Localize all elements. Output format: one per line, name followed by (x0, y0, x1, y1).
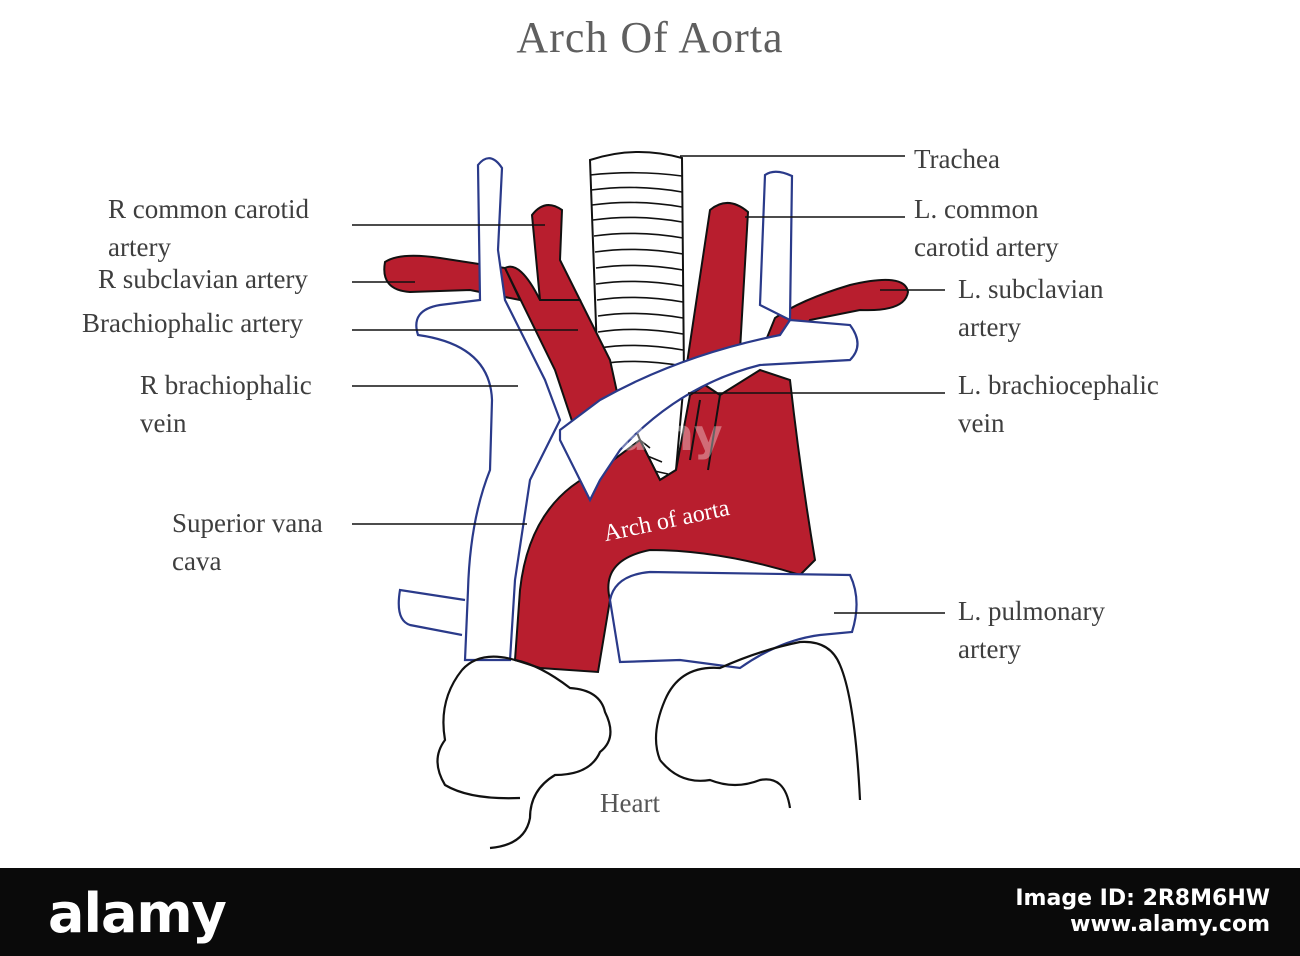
label-l-brachio-vein-line1: L. brachiocephalic (958, 370, 1159, 400)
label-superior-vena-cava: Superior vana cava (172, 504, 323, 580)
label-l-subclavian-line2: artery (958, 312, 1021, 342)
superior-vena-cava (415, 157, 562, 662)
r-common-carotid-artery (530, 204, 582, 301)
label-l-subclavian: L. subclavian artery (958, 270, 1103, 346)
label-l-brachio-vein-line2: vein (958, 408, 1005, 438)
diagram-canvas: Arch of aorta alamy Arch Of Aorta Trache… (82, 13, 1159, 850)
label-r-brachio-vein-line1: R brachiophalic (140, 370, 312, 400)
label-l-common-carotid-line1: L. common (914, 194, 1039, 224)
heart-right-outline (654, 640, 862, 809)
label-l-subclavian-line1: L. subclavian (958, 274, 1104, 304)
label-heart: Heart (600, 788, 660, 818)
label-trachea: Trachea (914, 144, 1000, 174)
label-r-subclavian: R subclavian artery (98, 264, 308, 294)
heart-outline (436, 655, 612, 850)
label-l-pulmonary-line2: artery (958, 634, 1021, 664)
label-svc-line2: cava (172, 546, 222, 576)
label-r-common-carotid-line1: R common carotid (108, 194, 309, 224)
l-pulmonary-artery (608, 570, 858, 670)
label-l-pulmonary-artery: L. pulmonary artery (958, 592, 1105, 668)
watermark-text: alamy (574, 410, 723, 461)
image-id-block: Image ID: 2R8M6HW www.alamy.com (1015, 886, 1270, 938)
label-l-brachiocephalic-vein: L. brachiocephalic vein (958, 366, 1159, 442)
brand-logo: alamy (48, 882, 227, 945)
l-brachiocephalic-vein (558, 170, 859, 503)
leader-lines (352, 155, 945, 614)
label-svc-line1: Superior vana (172, 508, 323, 538)
label-l-pulmonary-line1: L. pulmonary (958, 596, 1105, 626)
anatomy-drawing: Arch of aorta alamy (352, 151, 945, 850)
label-r-brachiocephalic-vein: R brachiophalic vein (140, 366, 312, 442)
label-r-brachio-vein-line2: vein (140, 408, 187, 438)
aortic-arch (513, 368, 817, 674)
diagram-title: Arch Of Aorta (516, 13, 784, 62)
label-r-common-carotid: R common carotid artery (108, 190, 309, 266)
label-l-common-carotid-line2: carotid artery (914, 232, 1059, 262)
site-url: www.alamy.com (1070, 912, 1270, 937)
label-brachiocephalic-artery: Brachiophalic artery (82, 308, 304, 338)
label-l-common-carotid: L. common carotid artery (914, 190, 1059, 266)
image-id: Image ID: 2R8M6HW (1015, 886, 1270, 911)
stock-footer-bar: alamy Image ID: 2R8M6HW www.alamy.com (0, 868, 1300, 956)
label-r-common-carotid-line2: artery (108, 232, 171, 262)
